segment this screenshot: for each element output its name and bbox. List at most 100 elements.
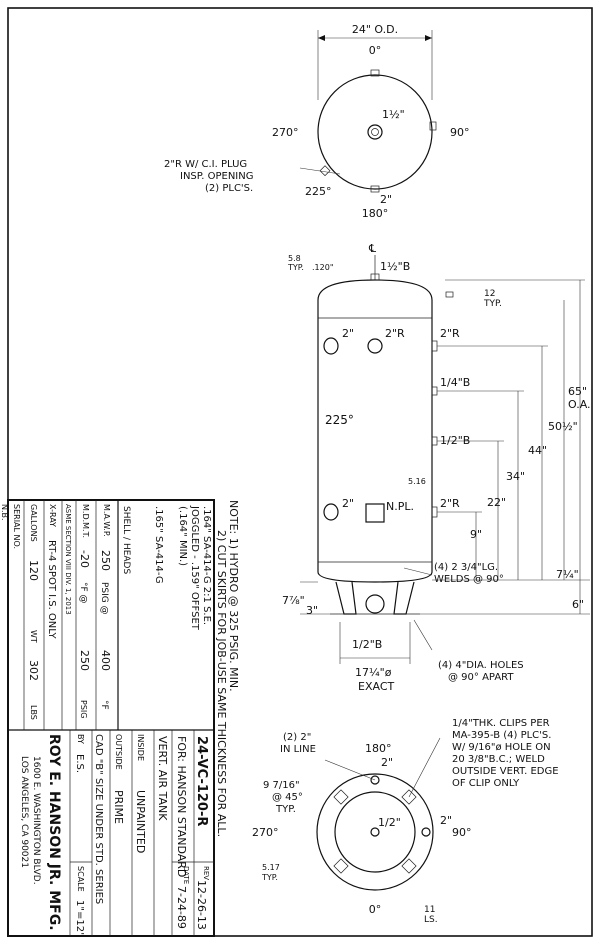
clips-note-1: 1/4"THK. CLIPS PER: [452, 718, 550, 729]
inline-2: IN LINE: [280, 744, 316, 755]
note-1: NOTE: 1) HYDRO @ 325 PSIG. MIN.: [227, 500, 240, 692]
conn-2in-upper: 2": [342, 327, 354, 340]
weld-size: 5.8: [288, 254, 301, 263]
holes-note-1: (4) 4"DIA. HOLES: [438, 660, 524, 671]
date-value: 7-24-89: [175, 886, 188, 929]
plug-note-1: 2"R W/ C.I. PLUG: [164, 159, 247, 170]
bottom-view-inner: [334, 791, 416, 873]
address-2: LOS ANGELES, CA 90021: [19, 756, 29, 868]
shell-heads-label: SHELL / HEADS: [121, 506, 131, 574]
top-deg0: 0°: [369, 44, 382, 57]
top-deg225: 225°: [305, 185, 332, 198]
holes-note-2: @ 90° APART: [448, 672, 514, 683]
angle-225: 225°: [325, 413, 354, 427]
dim-22: 22": [487, 496, 506, 509]
lug-size: 12: [484, 289, 495, 299]
shell-spec-1: .164" SA-414-G 2:1 S.E.: [201, 506, 212, 625]
clips-note-6: OF CLIP ONLY: [452, 778, 520, 789]
scale-label: SCALE: [76, 866, 85, 892]
bottom-center-conn: 1/2": [378, 816, 401, 829]
bottom-view-outer: [316, 773, 434, 891]
asme-section: ASME SECTION VIII DIV. 1, 2013: [64, 504, 72, 615]
note-2: 2) CUT SKIRTS FOR JOB-USE SAME THICKNESS…: [215, 530, 228, 837]
mawp-temp-unit: °F: [99, 700, 109, 710]
cad-label: CAD "B" SIZE UNDER STD. SERIES: [93, 734, 104, 904]
dim-44: 44": [528, 444, 547, 457]
bottom-lug-typ: LS.: [424, 915, 438, 925]
exact-label: EXACT: [358, 680, 394, 693]
lug-typ: TYP.: [483, 299, 502, 309]
dim-7q: 7¼": [556, 568, 579, 581]
mdmt-psig: 250: [78, 650, 91, 671]
bottom-lug: 11: [424, 905, 435, 915]
leg-span: 17¼"ø: [355, 666, 392, 679]
part-number: 24-VC-120-R: [194, 736, 209, 826]
tank-title: VERT. AIR TANK: [156, 736, 169, 821]
top-view: 24" O.D. 0° 90° 180° 270° 225° 1½" 2" 2"…: [164, 23, 470, 220]
company-name: ROY E. HANSON JR. MFG.: [46, 734, 62, 931]
gallons-value: 120: [27, 560, 40, 581]
plug-note-2: INSP. OPENING: [180, 171, 254, 182]
dim-6: 6": [572, 598, 584, 611]
bottom-view: 0° 90° 180° 270° (2) 2" IN LINE 9 7/16" …: [252, 718, 559, 925]
title-block: NOTE: 1) HYDRO @ 325 PSIG. MIN. 2) CUT S…: [0, 499, 240, 937]
conn-2R-lower: 2"R: [440, 497, 460, 510]
wt-value: 302: [27, 660, 40, 681]
legs-note-1: (4) 2 3/4"LG.: [434, 562, 498, 573]
nb-label: N.B.: [0, 504, 9, 521]
inline-1: (2) 2": [283, 732, 311, 743]
offset-3: TYP.: [275, 804, 296, 815]
outside-label: OUTSIDE: [114, 734, 123, 770]
by-value: E.S.: [74, 754, 85, 773]
dim-7e: 7⅞": [282, 594, 305, 607]
bottom-deg270: 270°: [252, 826, 279, 839]
top-center-conn: 1½": [382, 108, 405, 121]
top-od-label: 24" O.D.: [352, 23, 398, 36]
clips-note-2: MA-395-B (4) PLC'S.: [452, 730, 551, 741]
dim-3: 3": [306, 604, 318, 617]
legs-note-2: WELDS @ 90°: [434, 574, 504, 585]
rev-value: 12-26-13: [195, 880, 208, 930]
conn-quarter: 1/4"B: [440, 376, 470, 389]
sheet-border: [7, 7, 593, 937]
bottom-deg180: 180°: [365, 742, 392, 755]
plug-note-3: (2) PLC'S.: [205, 183, 253, 194]
bottom-right-conn: 2": [440, 814, 452, 827]
clips-note-5: OUTSIDE VERT. EDGE: [452, 766, 559, 777]
mawp-psig-unit: PSIG @: [99, 582, 109, 615]
dim-50: 50½": [548, 420, 578, 433]
top-deg180: 180°: [362, 207, 389, 220]
rev-label: REV: [202, 866, 210, 880]
bottom-weld-2: TYP.: [261, 873, 278, 882]
bottom-top-conn: 2": [381, 756, 393, 769]
mdmt-psig-unit: PSIG: [79, 700, 88, 718]
dim-oa: O.A.: [568, 398, 591, 411]
scale-value: 1"=12": [74, 900, 85, 937]
clips-note-4: 20 3/8"B.C.; WELD: [452, 754, 545, 765]
centerline-mark: ℄: [368, 242, 376, 255]
wt-unit: LBS: [29, 705, 38, 720]
xray-label: X-RAY: [48, 504, 57, 527]
top-bottom-conn: 2": [380, 193, 392, 206]
conn-2R-upper-center: 2"R: [385, 327, 405, 340]
date-label: DATE: [182, 866, 190, 884]
nameplate: N.PL.: [386, 500, 414, 513]
dim-9: 9": [470, 528, 482, 541]
bottom-deg90: 90°: [452, 826, 472, 839]
weld-dim: .120": [312, 263, 334, 272]
inside-value: UNPAINTED: [134, 790, 147, 853]
conn-2in-lower: 2": [342, 497, 354, 510]
xray-value: RT-4 SPOT I.S. ONLY: [46, 540, 57, 640]
weld-typ: TYP.: [287, 263, 304, 272]
mawp-psig: 250: [99, 550, 112, 571]
mdmt-temp: -20: [78, 550, 91, 568]
dim-65: 65": [568, 385, 587, 398]
clips-note-3: W/ 9/16"ø HOLE ON: [452, 742, 551, 753]
mdmt-label: M.D.M.T.: [81, 504, 90, 538]
by-label: BY: [76, 734, 85, 744]
inside-label: INSIDE: [136, 734, 145, 761]
bottom-weld-1: 5.17: [262, 863, 280, 872]
outside-value: PRIME: [112, 790, 125, 824]
offset-1: 9 7/16": [263, 780, 300, 791]
